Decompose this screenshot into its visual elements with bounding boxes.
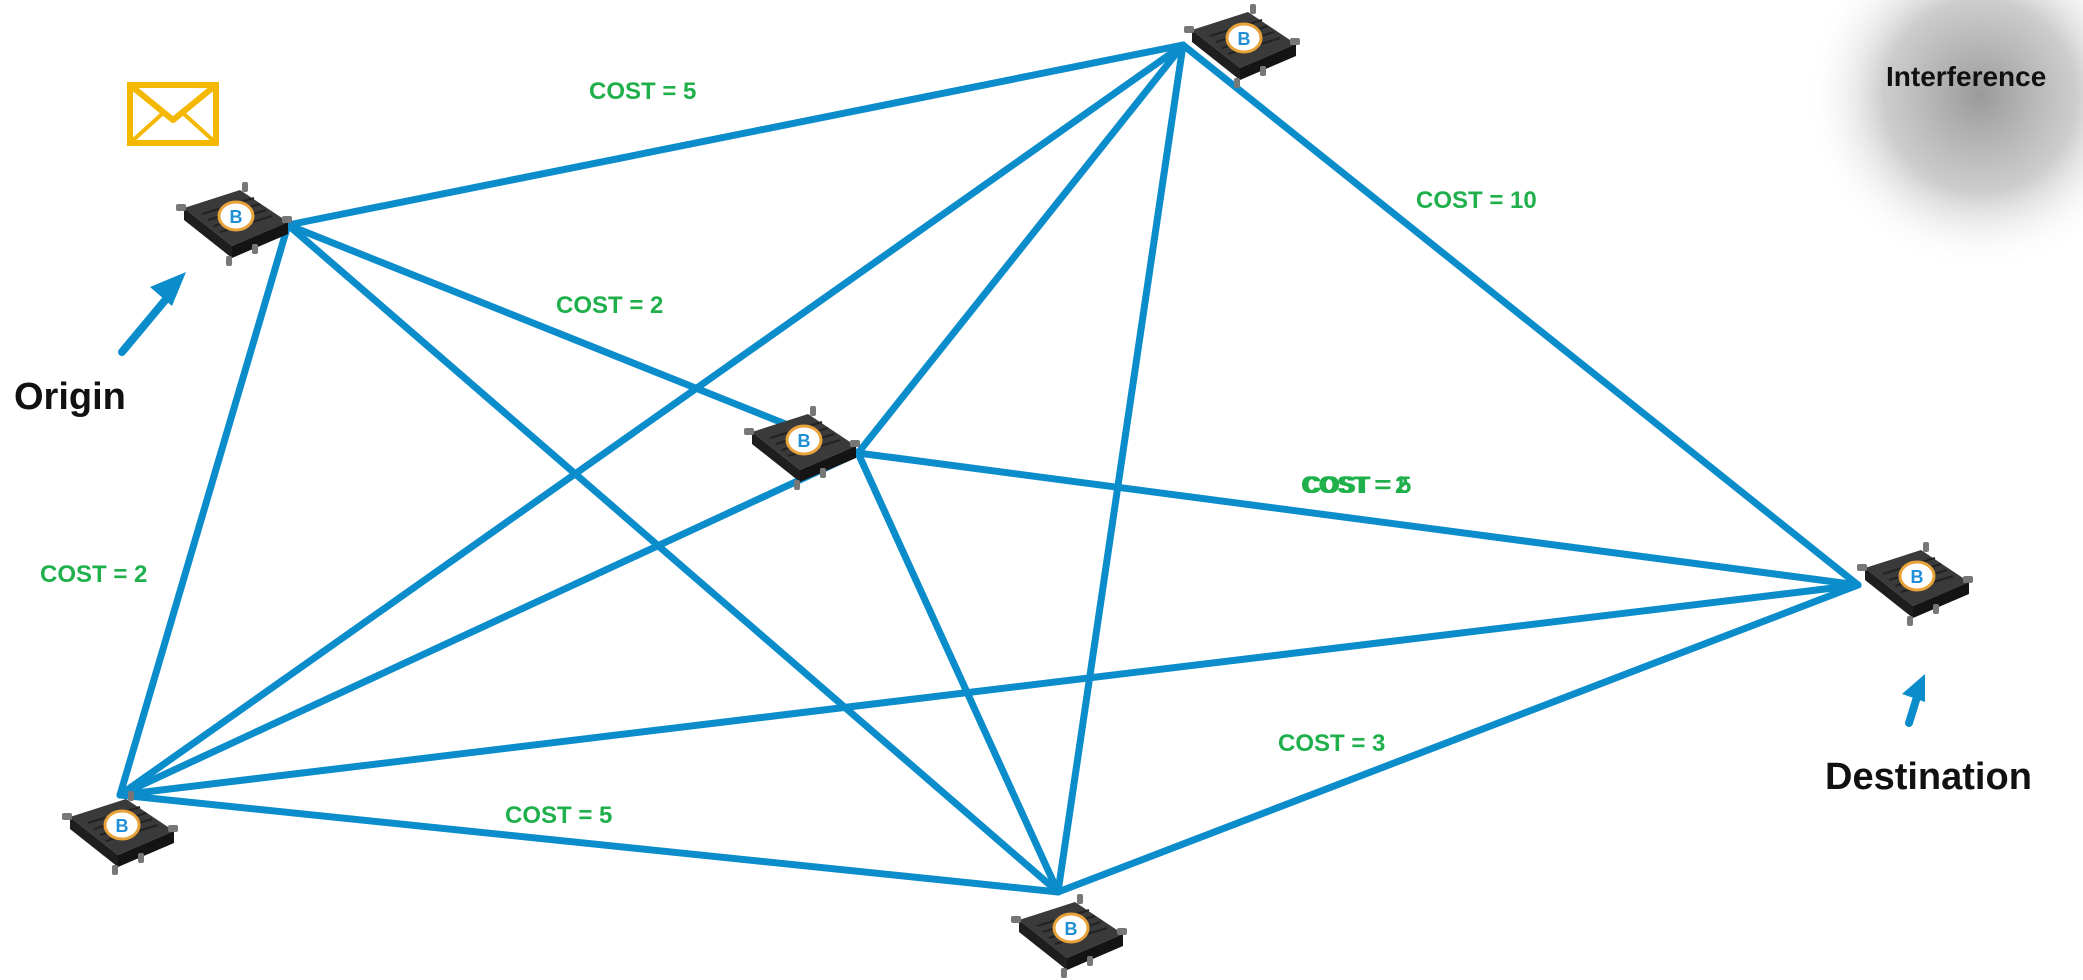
router-icon-center <box>742 404 862 492</box>
link-origin-bottom <box>284 221 1062 896</box>
cost-label: COST = 2 <box>556 292 663 319</box>
router-icon-origin <box>174 180 294 268</box>
router-icon-bottom <box>1009 892 1129 980</box>
cost-label: COST = 5 <box>589 78 696 105</box>
cost-label: COST = 5 <box>505 802 612 829</box>
link-center-destination <box>854 449 1862 589</box>
link-bottom-destination <box>1054 581 1862 896</box>
destination-label: Destination <box>1825 756 2032 798</box>
link-top-bottom <box>1054 41 1187 896</box>
envelope-icon <box>127 82 219 146</box>
origin-arrow-icon <box>118 272 186 356</box>
cost-label: COST = 3 <box>1278 730 1385 757</box>
router-icon-bottomleft <box>60 789 180 877</box>
link-origin-top <box>284 41 1187 229</box>
cost-label: COST = 2 <box>40 561 147 588</box>
link-origin-center <box>284 221 862 457</box>
link-top-bottomleft <box>116 41 1187 799</box>
cost-label: COST = 5 <box>1304 472 1411 499</box>
link-center-bottom <box>854 449 1062 896</box>
cost-label: COST = 10 <box>1416 187 1537 214</box>
link-bottomleft-bottom <box>116 791 1062 896</box>
link-origin-bottomleft <box>116 221 292 799</box>
interference-label: Interference <box>1886 61 2046 92</box>
destination-arrow-icon <box>1902 674 1925 727</box>
link-center-bottomleft <box>116 449 862 799</box>
interference-zone <box>1805 0 2083 271</box>
link-top-center <box>854 41 1187 457</box>
router-icon-top <box>1182 2 1302 90</box>
origin-label: Origin <box>14 376 126 418</box>
router-icon-destination <box>1855 540 1975 628</box>
link-top-destination <box>1179 41 1862 589</box>
links <box>116 41 1862 896</box>
link-bottomleft-destination <box>116 581 1862 799</box>
cost-label: COST = 2 <box>1301 472 1408 499</box>
